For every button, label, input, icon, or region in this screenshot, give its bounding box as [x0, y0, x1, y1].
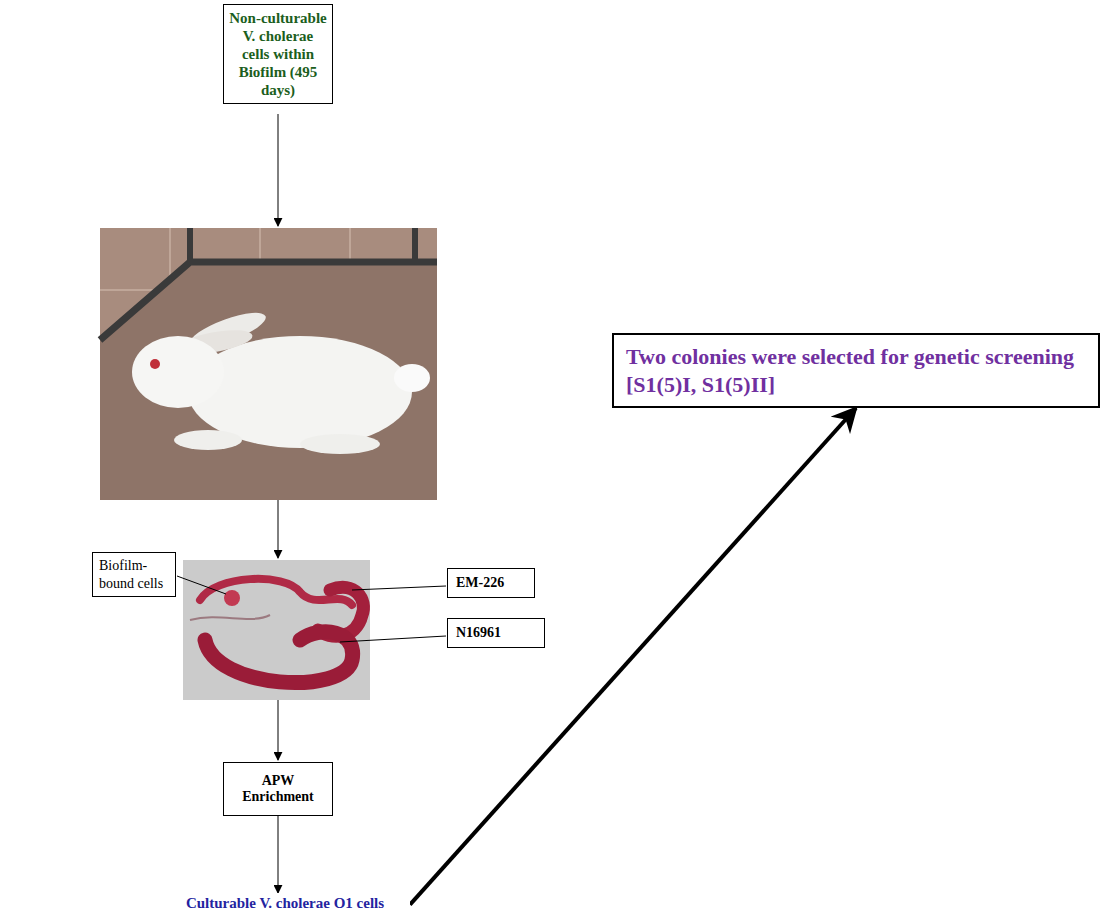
start-box: Non-culturable V. cholerae cells within … — [223, 4, 333, 104]
rabbit-tail — [394, 364, 430, 392]
strain-label-box: N16961 — [447, 618, 545, 648]
tray-rim — [100, 262, 437, 340]
intestine-node — [224, 590, 240, 606]
node-text: Two colonies were selected for genetic s… — [626, 343, 1086, 398]
node-text: Biofilm-bound cells — [99, 557, 169, 592]
leader-line — [352, 586, 446, 590]
node-text: APW Enrichment — [228, 773, 328, 805]
node-text: N16961 — [456, 625, 536, 641]
intestine-photo — [183, 560, 370, 700]
photo-floor — [100, 228, 437, 500]
intestine-tissue — [190, 615, 270, 620]
leader-line — [177, 576, 226, 594]
flow-arrow — [278, 500, 279, 558]
strain-label-box: EM-226 — [447, 568, 535, 598]
thick-arrow — [410, 408, 856, 905]
rabbit-head — [132, 336, 224, 408]
node-text: Culturable V. cholerae O1 cells — [164, 895, 406, 912]
flow-arrow — [278, 700, 279, 760]
flow-arrow — [278, 816, 279, 893]
rabbit-photo — [100, 228, 437, 500]
result-text-box: Culturable V. cholerae O1 cells — [160, 893, 410, 914]
floor-tiles — [100, 228, 437, 500]
rabbit-eye — [150, 359, 160, 369]
flow-arrow — [278, 114, 279, 226]
process-box: APW Enrichment — [223, 762, 333, 816]
leader-line — [340, 636, 446, 642]
rabbit-paw — [174, 430, 242, 450]
tray-surface — [100, 262, 437, 500]
node-text: EM-226 — [456, 575, 526, 591]
tray-frame — [190, 228, 415, 262]
rabbit-paw — [300, 434, 380, 454]
photo-background — [183, 560, 370, 700]
node-text: Non-culturable V. cholerae cells within … — [228, 9, 328, 99]
outcome-box: Two colonies were selected for genetic s… — [612, 333, 1100, 408]
callout-box: Biofilm-bound cells — [92, 552, 176, 597]
intestine-loop — [205, 632, 353, 683]
